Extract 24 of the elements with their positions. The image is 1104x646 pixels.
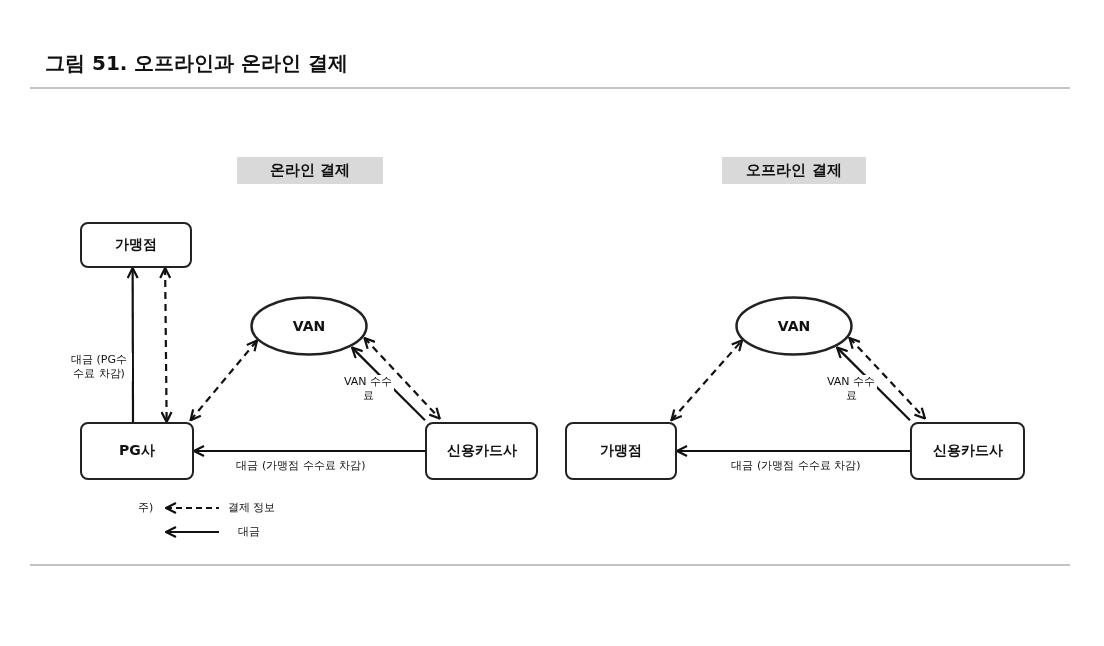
figure-title: 그림 51. 오프라인과 온라인 결제 — [45, 50, 349, 77]
ellipse-node: VAN — [250, 296, 368, 356]
rounded-box: 신용카드사 — [910, 422, 1025, 480]
section-header: 온라인 결제 — [237, 157, 383, 184]
arrow — [126, 266, 139, 422]
note-label: 주) — [138, 500, 154, 515]
rounded-box: 가맹점 — [565, 422, 677, 480]
section-header: 오프라인 결제 — [722, 157, 866, 184]
legend-label: 대금 — [238, 524, 260, 539]
legend-label: 결제 정보 — [228, 500, 276, 515]
dashed-arrow — [363, 336, 441, 420]
dashed-arrow — [189, 339, 259, 422]
ellipse-node: VAN — [735, 296, 853, 356]
arrow — [192, 444, 425, 458]
arrow — [835, 346, 911, 422]
rounded-box: PG사 — [80, 422, 194, 480]
edge-label: VAN 수수료 — [825, 375, 877, 403]
dashed-arrow — [848, 336, 927, 420]
dashed-arrow — [670, 339, 744, 422]
arrow — [675, 444, 910, 458]
dashed-arrow — [159, 266, 173, 424]
rounded-box: 신용카드사 — [425, 422, 538, 480]
rounded-box: 가맹점 — [80, 222, 192, 268]
edge-label: VAN 수수료 — [342, 375, 394, 403]
